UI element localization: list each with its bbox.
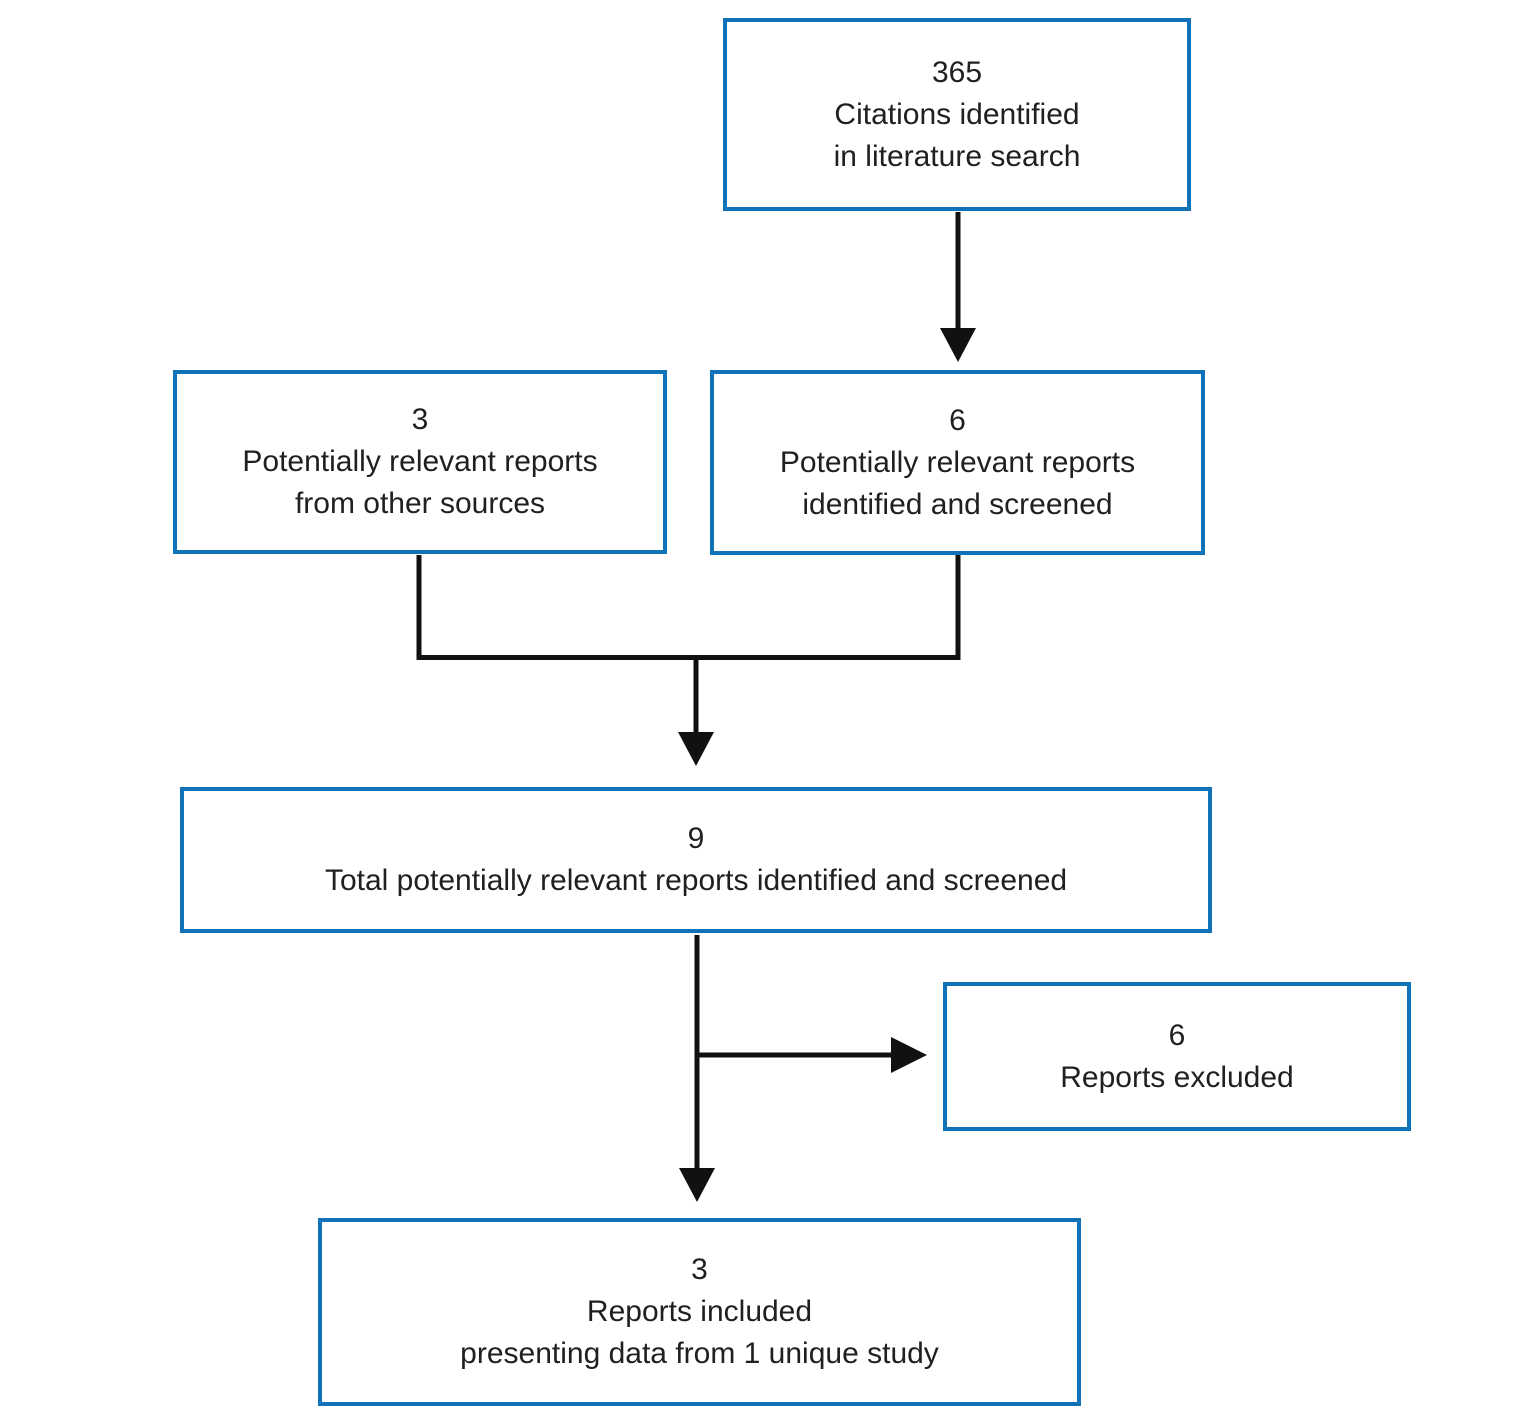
node-total-reports: 9 Total potentially relevant reports ide…	[180, 787, 1212, 933]
node-reports-included: 3 Reports included presenting data from …	[318, 1218, 1081, 1406]
node-count: 9	[687, 822, 705, 855]
node-count: 6	[949, 403, 966, 437]
connector-merge-to-total	[416, 555, 961, 766]
node-count: 365	[931, 55, 983, 89]
node-label-line: Potentially relevant reports	[242, 445, 598, 478]
node-label-line: in literature search	[833, 139, 1081, 173]
node-reports-screened: 6 Potentially relevant reports identifie…	[710, 370, 1205, 555]
node-label-line: Potentially relevant reports	[779, 445, 1136, 479]
node-reports-excluded: 6 Reports excluded	[943, 982, 1411, 1131]
node-label-line: Total potentially relevant reports ident…	[324, 864, 1068, 897]
node-count: 3	[411, 403, 429, 436]
node-label-line: Citations identified	[834, 97, 1080, 131]
node-label-line: Reports included	[586, 1295, 813, 1328]
node-count: 6	[1168, 1018, 1186, 1052]
node-label-line: identified and screened	[802, 487, 1113, 521]
node-label-line: Reports excluded	[1060, 1060, 1294, 1094]
node-citations-identified: 365 Citations identified in literature s…	[723, 18, 1191, 211]
node-count: 3	[691, 1253, 708, 1286]
node-label-line: from other sources	[294, 487, 546, 520]
arrow-citations-to-screened	[940, 212, 976, 362]
arrow-total-to-included	[679, 935, 715, 1202]
node-other-sources: 3 Potentially relevant reports from othe…	[173, 370, 667, 554]
connector-total-to-excluded	[697, 1037, 927, 1073]
node-label-line: presenting data from 1 unique study	[460, 1337, 939, 1370]
